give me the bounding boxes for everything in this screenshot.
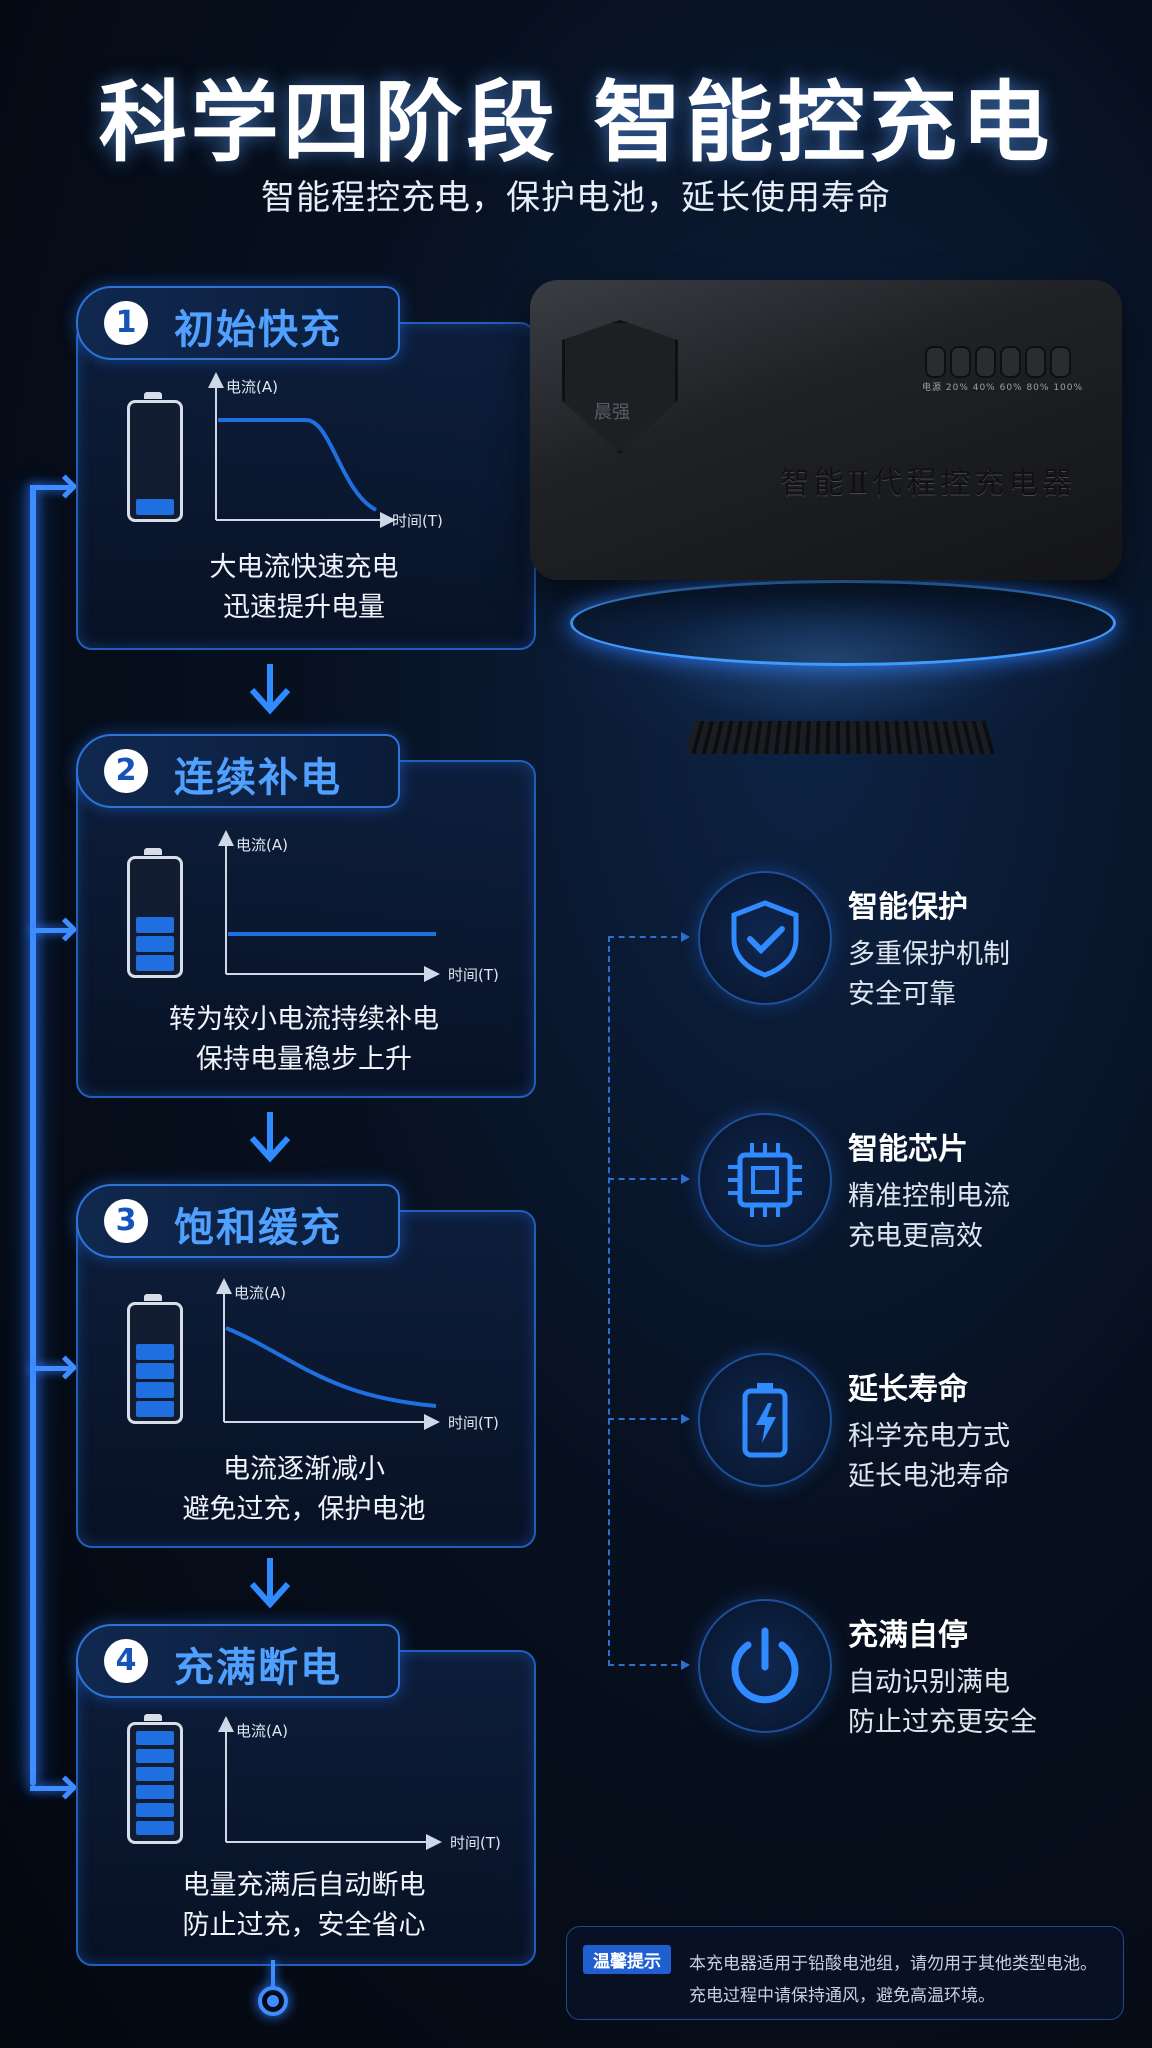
stage-badge-4: 4 充满断电 [76, 1624, 400, 1698]
stage-number: 2 [104, 749, 148, 793]
battery-icon [127, 848, 183, 978]
tip-line: 充电过程中请保持通风，避免高温环境。 [689, 1986, 995, 2006]
stage-chart-4: 电流(A) 时间(T) [218, 1716, 501, 1852]
led-labels: 电源 20% 40% 60% 80% 100% [922, 383, 1084, 393]
stage-label: 充满断电 [174, 1645, 342, 1691]
feature-line: 安全可靠 [848, 979, 956, 1010]
flow-branch-4 [30, 1786, 70, 1791]
feature-title: 延长寿命 [848, 1372, 968, 1407]
feature-line: 延长电池寿命 [848, 1461, 1010, 1492]
stage-chart-3: 电流(A) 时间(T) [216, 1278, 499, 1432]
stage-badge-1: 1 初始快充 [76, 286, 400, 360]
flow-end-dot [258, 1986, 288, 2016]
stage-chart-1: 电流(A) 时间(T) [208, 372, 443, 530]
feature-title: 充满自停 [848, 1618, 968, 1653]
feature-line: 防止过充更安全 [848, 1707, 1037, 1738]
stage-desc-1: 大电流快速充电 迅速提升电量 [76, 548, 532, 628]
flow-branch-2 [30, 928, 70, 933]
stage-desc-line: 电量充满后自动断电 [182, 1870, 426, 1901]
down-arrow-icon [249, 1558, 291, 1609]
battery-icon [127, 1294, 183, 1424]
charger-product-image: 晨强 电源 20% 40% 60% 80% 100% 智能Ⅱ代程控充电器 [530, 280, 1122, 580]
product-platform-ring [570, 580, 1116, 666]
stage-badge-2: 2 连续补电 [76, 734, 400, 808]
page-title: 科学四阶段 智能控充电 [98, 71, 1054, 174]
battery-icon [127, 1714, 183, 1844]
stage-number: 3 [104, 1199, 148, 1243]
stage-badge-3: 3 饱和缓充 [76, 1184, 400, 1258]
stage-label: 初始快充 [174, 307, 342, 353]
feature-line: 科学充电方式 [848, 1421, 1010, 1452]
battery-icon [127, 392, 183, 522]
stage-number: 4 [104, 1639, 148, 1683]
stage-desc-line: 转为较小电流持续补电 [169, 1004, 439, 1035]
feature-connector-line [608, 936, 610, 1666]
stage-desc-line: 大电流快速充电 [209, 552, 399, 583]
feature-connector [608, 932, 690, 942]
stage-label: 饱和缓充 [174, 1205, 342, 1251]
y-axis-label: 电流(A) [236, 836, 288, 854]
x-axis-label: 时间(T) [392, 512, 443, 530]
power-icon [731, 1627, 799, 1704]
stage-desc-3: 电流逐渐减小 避免过充，保护电池 [76, 1450, 532, 1530]
tip-line: 本充电器适用于铅酸电池组，请勿用于其他类型电池。 [689, 1954, 1097, 1974]
feature-icon-wrap [698, 871, 832, 1005]
brand-name: 晨强 [594, 402, 630, 423]
stage-number: 1 [104, 301, 148, 345]
feature-line: 精准控制电流 [848, 1181, 1010, 1212]
page-subtitle: 智能程控充电，保护电池，延长使用寿命 [261, 178, 891, 218]
y-axis-label: 电流(A) [226, 378, 278, 396]
x-axis-label: 时间(T) [448, 1414, 499, 1432]
product-platform-grill [685, 721, 995, 754]
flow-line [30, 486, 36, 1786]
y-axis-label: 电流(A) [236, 1722, 288, 1740]
stage-label: 连续补电 [174, 755, 342, 801]
flow-branch-1 [30, 485, 70, 490]
feature-icon-wrap [698, 1353, 832, 1487]
feature-title: 智能保护 [848, 890, 968, 925]
down-arrow-icon [249, 664, 291, 715]
shield-check-icon [731, 900, 799, 978]
x-axis-label: 时间(T) [450, 1834, 501, 1852]
feature-title: 智能芯片 [848, 1132, 968, 1167]
battery-charge-icon [742, 1383, 788, 1458]
stage-desc-line: 避免过充，保护电池 [182, 1494, 426, 1525]
feature-line: 自动识别满电 [848, 1667, 1010, 1698]
stage-desc-line: 防止过充，安全省心 [182, 1910, 426, 1941]
down-arrow-icon [249, 1112, 291, 1163]
feature-icon-wrap [698, 1113, 832, 1247]
feature-line: 多重保护机制 [848, 939, 1010, 970]
stage-desc-4: 电量充满后自动断电 防止过充，安全省心 [76, 1866, 532, 1946]
feature-icon-wrap [698, 1599, 832, 1733]
feature-connector [608, 1660, 690, 1670]
feature-connector [608, 1414, 690, 1424]
tip-badge: 温馨提示 [583, 1945, 671, 1974]
product-name: 智能Ⅱ代程控充电器 [780, 466, 1077, 501]
stage-desc-line: 电流逐渐减小 [223, 1454, 385, 1485]
tip-box: 温馨提示 本充电器适用于铅酸电池组，请勿用于其他类型电池。 充电过程中请保持通风… [566, 1926, 1124, 2020]
x-axis-label: 时间(T) [448, 966, 499, 984]
flow-branch-3 [30, 1366, 70, 1371]
y-axis-label: 电流(A) [234, 1284, 286, 1302]
flow-end-stem [271, 1960, 275, 1988]
brand-shield-logo [562, 320, 678, 454]
stage-desc-line: 迅速提升电量 [223, 592, 385, 623]
stage-desc-2: 转为较小电流持续补电 保持电量稳步上升 [76, 1000, 532, 1080]
feature-connector [608, 1174, 690, 1184]
chip-icon [728, 1143, 802, 1217]
feature-line: 充电更高效 [848, 1221, 983, 1252]
led-indicators [925, 346, 1075, 382]
stage-chart-2: 电流(A) 时间(T) [218, 830, 499, 984]
stage-desc-line: 保持电量稳步上升 [196, 1044, 412, 1075]
